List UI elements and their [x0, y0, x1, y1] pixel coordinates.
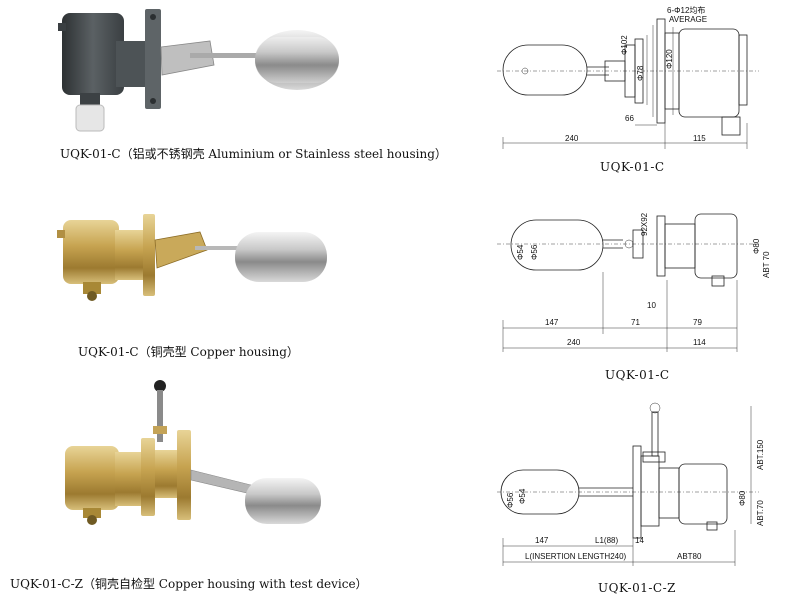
- dim-240-b: 240: [567, 338, 581, 347]
- dim-10: 10: [647, 301, 656, 310]
- dim-66: 66: [625, 114, 634, 123]
- drawing-caption-1: UQK-01-C: [600, 160, 665, 174]
- drawing-2: Φ54 Φ56 92X92 Φ80 ABT 70 10 147 71 79 24…: [497, 212, 771, 352]
- drawing-caption-3: UQK-01-C-Z: [598, 581, 676, 595]
- dim-abt80: ABT80: [677, 552, 702, 561]
- dim-d120: Φ120: [665, 49, 674, 69]
- dim-average: AVERAGE: [669, 15, 707, 24]
- dim-abt150: ABT.150: [756, 439, 765, 470]
- dim-14: 14: [635, 536, 644, 545]
- dim-l1: L1(88): [595, 536, 618, 545]
- dim-d56-c: Φ56: [506, 492, 515, 508]
- product-caption-2: UQK-01-C（铜壳型 Copper housing）: [78, 345, 299, 359]
- dim-abt70: ABT 70: [762, 251, 771, 278]
- dim-d80: Φ80: [752, 238, 761, 254]
- product-photo-copper-test: [65, 380, 321, 525]
- dim-147-c: 147: [535, 536, 549, 545]
- dim-sq92: 92X92: [640, 212, 649, 236]
- dim-d54-c: Φ54: [518, 488, 527, 504]
- dim-abt70-c: ABT.70: [756, 500, 765, 526]
- product-caption-3: UQK-01-C-Z（铜壳自检型 Copper housing with tes…: [10, 577, 368, 591]
- drawing-3: Φ56 Φ54 Φ80 ABT.150 ABT.70 147 L1(88) 14…: [497, 402, 765, 566]
- dim-d54: Φ54: [516, 244, 525, 260]
- drawing-caption-2: UQK-01-C: [605, 368, 670, 382]
- dim-79: 79: [693, 318, 702, 327]
- dim-d102: Φ102: [620, 35, 629, 55]
- dim-114: 114: [693, 338, 706, 347]
- product-caption-1: UQK-01-C（铝或不锈钢壳 Aluminium or Stainless s…: [60, 147, 447, 161]
- dim-d56: Φ56: [530, 244, 539, 260]
- drawing-1: Φ102 Φ78 Φ120 6-Φ12均布 AVERAGE 66 240 115: [497, 5, 759, 149]
- dim-240: 240: [565, 134, 579, 143]
- product-photo-copper: [57, 214, 327, 301]
- dim-insertion: L(INSERTION LENGTH240): [525, 552, 627, 561]
- dim-bolts: 6-Φ12均布: [667, 5, 705, 15]
- dim-d80-c: Φ80: [738, 490, 747, 506]
- dim-147: 147: [545, 318, 559, 327]
- product-photo-aluminium: [58, 9, 339, 132]
- dim-71: 71: [631, 318, 640, 327]
- dim-115: 115: [693, 134, 706, 143]
- dim-d78: Φ78: [636, 65, 645, 81]
